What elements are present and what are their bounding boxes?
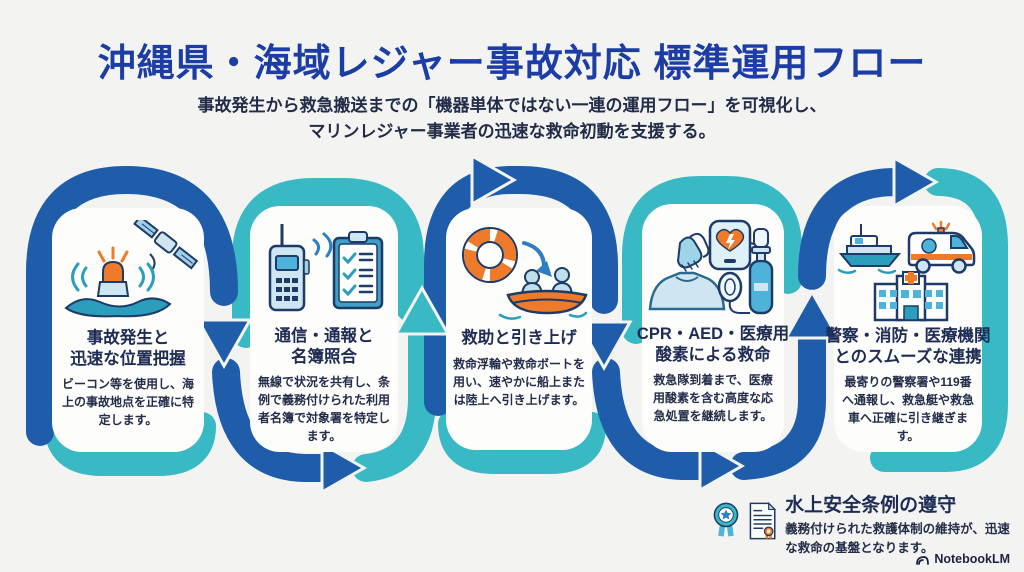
step3-title: 救助と引き上げ [461, 328, 577, 349]
step1-title-line1: 事故発生と [86, 329, 170, 347]
arrow-up-4-5 [783, 288, 841, 340]
step2-description: 無線で状況を共有し、条例で義務付けられた利用者名簿で対象署を特定します。 [257, 375, 390, 444]
step2-title-line1: 通信・通報と [274, 327, 374, 345]
top-arch-step1 [26, 165, 238, 446]
step3-title-line1: 救助と引き上げ [461, 329, 577, 347]
under-arc-step2 [212, 358, 336, 482]
step-card-5: 警察・消防・医療機関 とのスムーズな連携 最寄りの警察署や119番へ通報し、救急… [826, 206, 991, 452]
radio-checklist-icon [268, 224, 384, 312]
top-arch-step3 [424, 166, 618, 416]
step2-title: 通信・通報と 名簿照合 [275, 326, 374, 367]
page-title: 沖縄県・海域レジャー事故対応 標準運用フロー [97, 43, 927, 85]
arc-step5-right [870, 168, 1008, 472]
aed-icon [708, 219, 769, 271]
life-ring-icon [462, 227, 518, 283]
top-arch-step5 [798, 168, 910, 290]
cpr-aed-oxygen-icon [648, 219, 774, 315]
agencies-icon [837, 220, 976, 322]
step3-icon-group [450, 218, 588, 326]
step-card-3: 救助と引き上げ 救命浮輪や救命ボートを用い、速やかに船上または陸上へ引き上げます… [446, 208, 592, 450]
beacon-buoy-icon [64, 220, 198, 318]
step4-description: 救急隊到着まで、医療用酸素を含む高度な応急処置を継続します。 [652, 373, 773, 424]
step4-title: CPR・AED・医療用 酸素による救命 [637, 324, 789, 365]
step1-icon-group [58, 218, 198, 326]
medal-icon [713, 502, 739, 537]
arrow-right-3 [470, 153, 518, 207]
ambulance-icon [907, 220, 976, 274]
rescue-boat-icon [498, 267, 588, 320]
ordinance-note-title: 水上安全条例の遵守 [785, 495, 957, 516]
step5-icon-group [837, 216, 979, 324]
page-subtitle: 事故発生から救急搬送までの「機器単体ではない一連の運用フロー」を可視化し、 マリ… [0, 93, 1024, 146]
arrow-right-5 [892, 155, 940, 209]
step5-title: 警察・消防・医療機関 とのスムーズな連携 [826, 326, 991, 367]
riser-4-5 [730, 324, 826, 480]
ordinance-note: 水上安全条例の遵守 義務付けられた救護体制の維持が、迅速な救命の基盤となります。 [712, 490, 1012, 558]
hospital-icon [873, 271, 949, 322]
cpr-icon [648, 233, 726, 311]
arrow-right-4 [698, 439, 746, 493]
step1-title: 事故発生と 迅速な位置把握 [70, 328, 186, 369]
step4-title-line2: 酸素による救命 [655, 345, 771, 364]
step-card-1: 事故発生と 迅速な位置把握 ビーコン等を使用し、海上の事故地点を正確に特定します… [52, 208, 204, 452]
watermark-text: NotebookLM [934, 552, 1010, 566]
step-card-4: CPR・AED・医療用 酸素による救命 救急隊到着まで、医療用酸素を含む高度な応… [637, 204, 789, 452]
riser-2-3 [352, 320, 436, 482]
checklist-icon [332, 231, 384, 310]
watermark: NotebookLM [915, 552, 1010, 566]
step5-title-line1: 警察・消防・医療機関 [825, 327, 991, 345]
step3-description: 救命浮輪や救命ボートを用い、速やかに船上または陸上へ引き上げます。 [453, 356, 586, 407]
step-card-2: 通信・通報と 名簿照合 無線で状況を共有し、条例で義務付けられた利用者名簿で対象… [250, 206, 398, 452]
step5-description: 最寄りの警察署や119番へ通報し、救急艇や救急車へ正確に引き継ぎます。 [841, 375, 974, 444]
step4-title-line1: CPR・AED・医療用 [636, 325, 790, 343]
ordinance-note-description: 義務付けられた救護体制の維持が、迅速な救命の基盤となります。 [785, 522, 1010, 555]
arrow-down-1-2 [195, 318, 253, 370]
certificate-icon [749, 501, 777, 540]
satellite-icon [133, 220, 198, 270]
step2-icon-group [258, 216, 390, 324]
radio-icon [268, 224, 333, 312]
rescue-icon [462, 227, 588, 320]
notebooklm-logo-icon [916, 555, 930, 565]
step5-title-line2: とのスムーズな連携 [834, 347, 982, 366]
step1-title-line2: 迅速な位置把握 [70, 349, 186, 368]
under-arc-step4 [592, 358, 714, 480]
subtitle-line-2: マリンレジャー事業者の迅速な救命初動を支援する。 [308, 122, 716, 142]
step2-title-line2: 名簿照合 [291, 347, 357, 366]
oxygen-tank-icon [717, 246, 774, 315]
step1-description: ビーコン等を使用し、海上の事故地点を正確に特定します。 [61, 377, 194, 428]
top-arch-step4 [622, 176, 802, 344]
arrow-right-2 [320, 441, 368, 495]
step4-icon-group [646, 214, 780, 322]
patrol-boat-icon [837, 224, 902, 274]
arrow-up-2-3 [393, 284, 451, 336]
subtitle-line-1: 事故発生から救急搬送までの「機器単体ではない一連の運用フロー」を可視化し、 [197, 96, 827, 115]
